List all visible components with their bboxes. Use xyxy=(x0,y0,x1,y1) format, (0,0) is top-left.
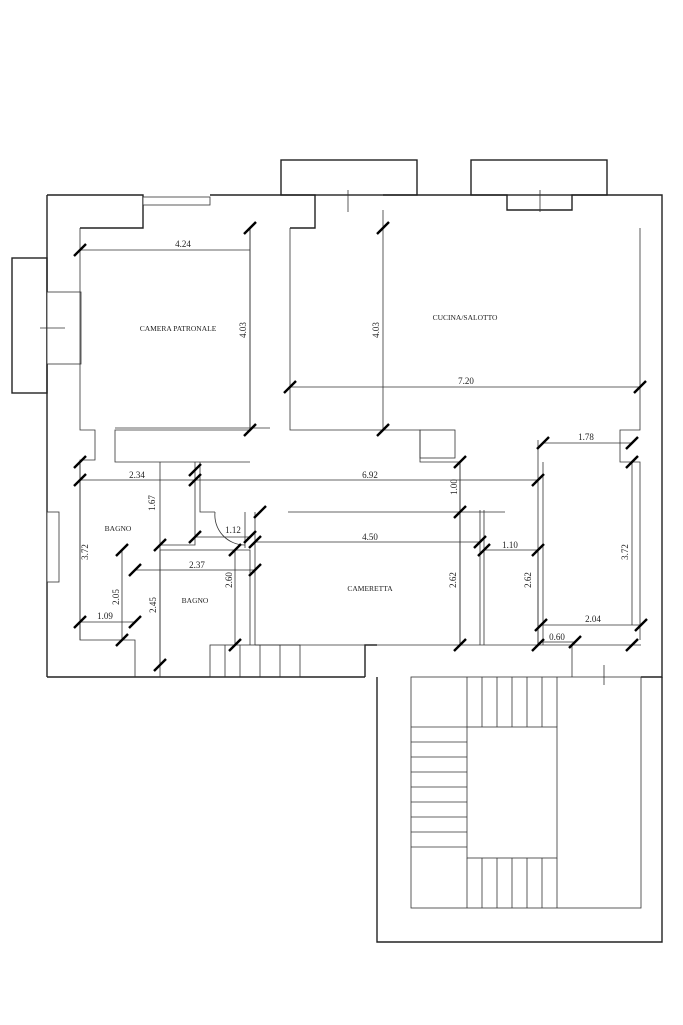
dimension-label: 2.62 xyxy=(448,572,458,588)
dimension-tick xyxy=(376,221,390,235)
dimension-tick xyxy=(531,473,545,487)
dimension-label: 2.04 xyxy=(585,614,601,624)
staircase xyxy=(410,676,642,909)
dimension-label: 2.05 xyxy=(111,589,121,605)
window xyxy=(46,511,60,583)
dimension-label: 1.78 xyxy=(578,432,594,442)
dimension-tick xyxy=(376,423,390,437)
dimension-label: 4.03 xyxy=(238,322,248,338)
dimension-tick xyxy=(115,633,129,647)
dimension-tick xyxy=(73,615,87,629)
dimension-label: 1.00 xyxy=(449,479,459,495)
dimension-tick xyxy=(536,436,550,450)
dimension-labels: 4.24 4.03 4.03 7.20 1.78 2.34 6.92 1.00 … xyxy=(80,239,630,642)
dimension-tick xyxy=(248,563,262,577)
dimension-label: 1.67 xyxy=(147,495,157,511)
interior-walls xyxy=(79,210,641,685)
dimension-tick xyxy=(473,535,487,549)
dimension-label: 6.92 xyxy=(362,470,378,480)
dimension-label: 0.60 xyxy=(549,632,565,642)
dimension-label: 1.10 xyxy=(502,540,518,550)
dimension-tick xyxy=(243,221,257,235)
dimension-tick xyxy=(243,530,257,544)
dimension-tick xyxy=(188,463,202,477)
dimension-tick xyxy=(153,538,167,552)
dimension-label: 3.72 xyxy=(80,544,90,560)
dimension-tick xyxy=(453,505,467,519)
dimension-tick xyxy=(531,638,545,652)
outer-walls xyxy=(11,159,663,943)
dimension-label: 3.72 xyxy=(620,544,630,560)
dimension-tick xyxy=(253,505,267,519)
dimension-tick xyxy=(228,638,242,652)
room-label-bagno: BAGNO xyxy=(182,596,209,605)
dimension-tick xyxy=(283,380,297,394)
dimension-tick xyxy=(115,543,129,557)
room-label-cucina-salotto: CUCINA/SALOTTO xyxy=(433,313,498,322)
room-label-bagno: BAGNO xyxy=(105,524,132,533)
dimension-tick xyxy=(633,380,647,394)
dimension-label: 2.60 xyxy=(224,572,234,588)
dimension-tick xyxy=(634,618,648,632)
dimension-tick xyxy=(625,455,639,469)
dimension-label: 1.09 xyxy=(97,611,113,621)
room-label-cameretta: CAMERETTA xyxy=(347,584,393,593)
room-label-camera-patronale: CAMERA PATRONALE xyxy=(140,324,217,333)
dimension-tick xyxy=(73,455,87,469)
dimension-tick xyxy=(531,543,545,557)
dimension-tick xyxy=(453,638,467,652)
dimension-tick xyxy=(188,530,202,544)
dimension-lines xyxy=(73,221,648,672)
dimension-label: 2.45 xyxy=(148,597,158,613)
steps xyxy=(209,644,301,678)
dimension-tick xyxy=(128,563,142,577)
dimension-label: 4.24 xyxy=(175,239,191,249)
dimension-tick xyxy=(243,423,257,437)
dimension-tick xyxy=(248,535,262,549)
dimension-label: 7.20 xyxy=(458,376,474,386)
dimension-label: 4.50 xyxy=(362,532,378,542)
dimension-label: 2.34 xyxy=(129,470,145,480)
dimension-label: 2.37 xyxy=(189,560,205,570)
dimension-label: 4.03 xyxy=(371,322,381,338)
dimension-tick xyxy=(453,455,467,469)
dimension-label: 2.62 xyxy=(523,572,533,588)
dimension-tick xyxy=(625,638,639,652)
dimension-tick xyxy=(477,543,491,557)
dimension-tick xyxy=(188,473,202,487)
window xyxy=(142,196,211,206)
dimension-tick xyxy=(534,618,548,632)
dimension-tick xyxy=(228,543,242,557)
dimension-tick xyxy=(73,473,87,487)
dimension-tick xyxy=(625,436,639,450)
dimension-label: 1.12 xyxy=(225,525,241,535)
dimension-tick xyxy=(73,243,87,257)
dimension-tick xyxy=(153,658,167,672)
dimension-tick xyxy=(128,615,142,629)
dimension-tick xyxy=(568,635,582,649)
